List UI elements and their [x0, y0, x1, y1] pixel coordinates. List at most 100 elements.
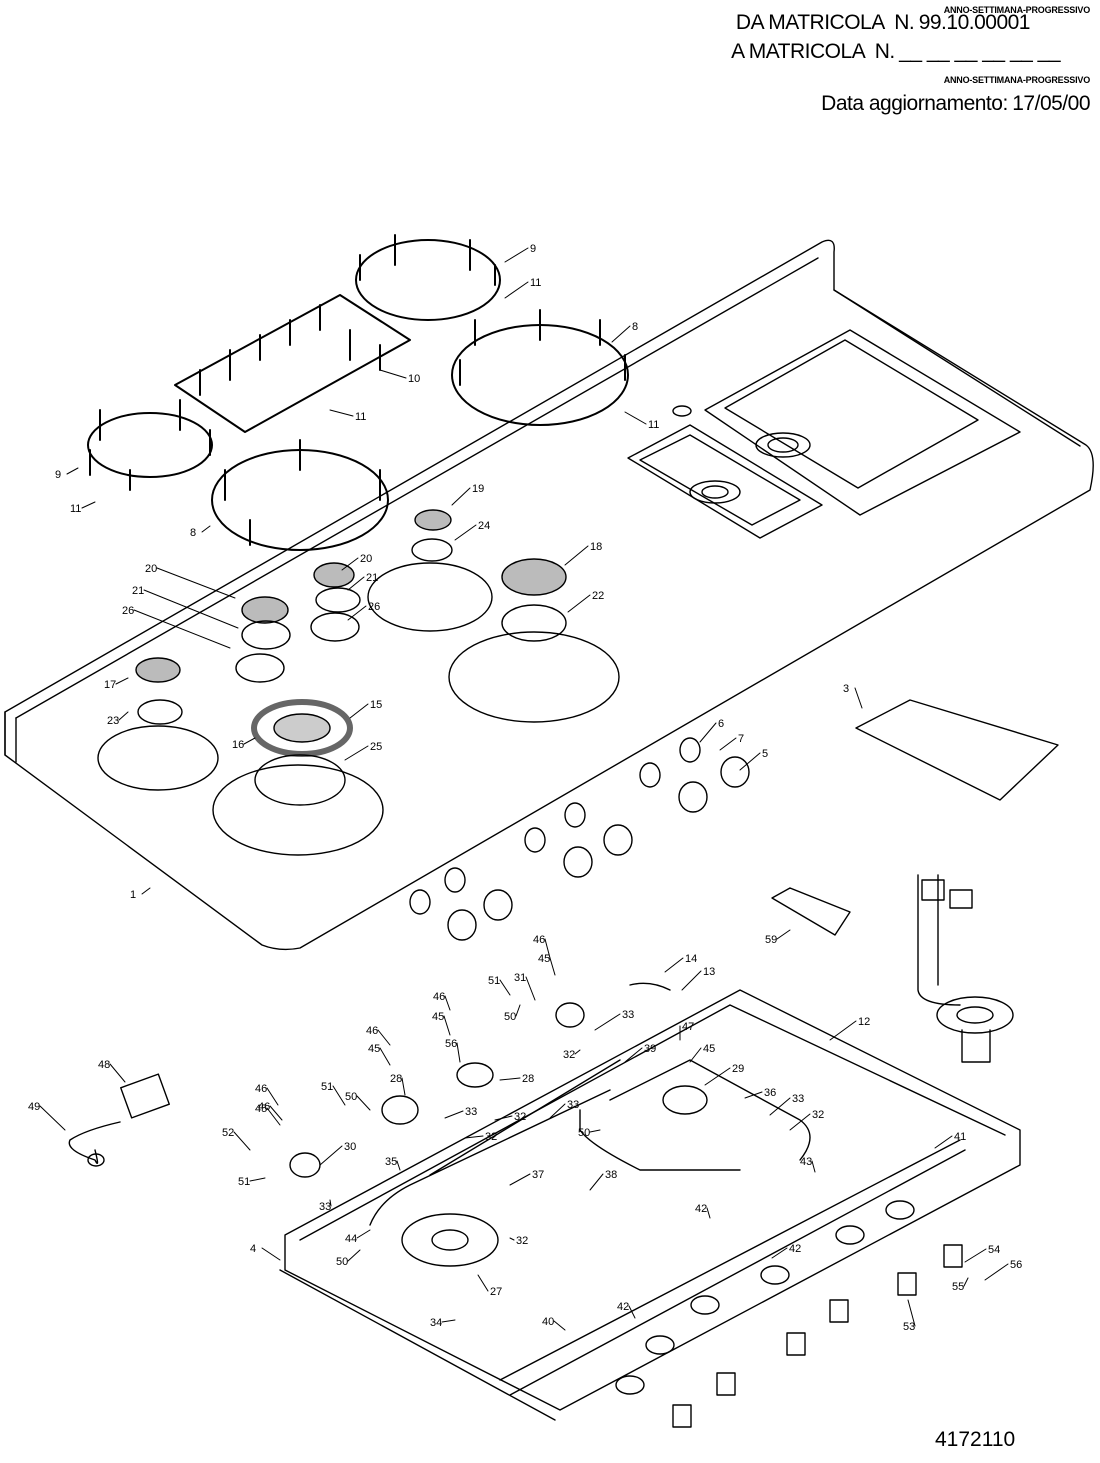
callout-20: 20 — [360, 553, 372, 565]
from-serial-value: 99.10.00001 — [918, 11, 1031, 34]
callout-45: 45 — [538, 953, 550, 965]
leader-line — [589, 1129, 601, 1133]
leader-line — [456, 1042, 461, 1063]
callout-47: 47 — [682, 1021, 694, 1033]
callout-26: 26 — [368, 601, 380, 613]
callout-39: 39 — [644, 1043, 656, 1055]
callout-15: 15 — [370, 699, 382, 711]
leader-line — [964, 1248, 987, 1263]
callout-16: 16 — [232, 739, 244, 751]
bracket — [771, 887, 851, 936]
callout-46: 46 — [366, 1025, 378, 1037]
callout-4: 4 — [250, 1243, 256, 1255]
callout-33: 33 — [622, 1009, 634, 1021]
callout-32: 32 — [514, 1111, 526, 1123]
callout-33: 33 — [792, 1093, 804, 1105]
leader-line — [544, 938, 551, 959]
leader-line — [611, 325, 631, 343]
callout-24: 24 — [478, 520, 490, 532]
leader-line — [356, 1229, 371, 1239]
leader-line — [319, 1145, 343, 1166]
leader-line — [261, 1247, 281, 1261]
valves — [615, 1200, 963, 1428]
sink-basins — [627, 329, 1021, 539]
callout-38: 38 — [605, 1169, 617, 1181]
serial-note-bottom: ANNO-SETTIMANA-PROGRESSIVO — [944, 70, 1091, 88]
leader-line — [379, 369, 407, 379]
to-serial-value: __ __ __ __ __ __ — [899, 40, 1060, 63]
callout-44: 44 — [345, 1233, 357, 1245]
callout-1: 1 — [130, 889, 136, 901]
callout-14: 14 — [685, 953, 697, 965]
lid-plate — [855, 699, 1059, 801]
leader-line — [341, 557, 359, 571]
leader-line — [564, 545, 589, 566]
callout-51: 51 — [488, 975, 500, 987]
leader-line — [444, 1110, 464, 1119]
callout-50: 50 — [345, 1091, 357, 1103]
callout-8: 8 — [190, 527, 196, 539]
leader-line — [401, 1077, 406, 1096]
callout-45: 45 — [255, 1103, 267, 1115]
callout-34: 34 — [430, 1317, 442, 1329]
leader-line — [443, 1015, 451, 1036]
leader-line — [681, 970, 702, 991]
drawing-code: 4172110 — [935, 1428, 1016, 1451]
leader-line — [504, 281, 529, 299]
drain-assembly — [917, 874, 1014, 1063]
callout-51: 51 — [321, 1081, 333, 1093]
callout-56: 56 — [1010, 1259, 1022, 1271]
leader-line — [515, 1004, 521, 1017]
leader-line — [332, 1085, 346, 1106]
gas-manifold-pipes — [68, 982, 966, 1396]
leader-line — [499, 979, 511, 996]
callout-59: 59 — [765, 934, 777, 946]
callout-50: 50 — [578, 1127, 590, 1139]
callout-17: 17 — [104, 679, 116, 691]
leader-line — [509, 1237, 515, 1241]
callout-33: 33 — [465, 1106, 477, 1118]
leader-line — [776, 929, 791, 940]
leader-line — [444, 995, 451, 1011]
callout-32: 32 — [563, 1049, 575, 1061]
leader-line — [744, 1091, 763, 1099]
callout-22: 22 — [592, 590, 604, 602]
callout-46: 46 — [433, 991, 445, 1003]
leader-line — [854, 687, 863, 709]
leader-line — [704, 1067, 731, 1086]
update-date-row: Data aggiornamento: 17/05/00 — [821, 92, 1090, 116]
leader-line — [771, 1247, 788, 1259]
leader-line — [81, 501, 96, 509]
leader-line — [233, 1131, 251, 1151]
leader-line — [567, 594, 591, 613]
callout-33: 33 — [567, 1099, 579, 1111]
callout-46: 46 — [533, 934, 545, 946]
leader-line — [553, 1320, 566, 1331]
leader-line — [269, 1105, 283, 1121]
leader-line — [156, 567, 236, 599]
callout-56: 56 — [445, 1038, 457, 1050]
callout-50: 50 — [336, 1256, 348, 1268]
callout-27: 27 — [490, 1286, 502, 1298]
callout-41: 41 — [954, 1131, 966, 1143]
callout-37: 37 — [532, 1169, 544, 1181]
callout-32: 32 — [812, 1109, 824, 1121]
leader-line — [344, 745, 369, 761]
leader-line — [349, 703, 369, 719]
bottom-frame — [279, 989, 1021, 1421]
update-date-value: 17/05/00 — [1012, 92, 1090, 115]
leader-line — [549, 1103, 566, 1119]
leader-line — [504, 247, 529, 263]
leader-line — [118, 711, 129, 721]
callout-9: 9 — [55, 469, 61, 481]
leader-line — [143, 589, 239, 629]
callout-49: 49 — [28, 1101, 40, 1113]
leader-line — [266, 1107, 281, 1126]
callout-30: 30 — [344, 1141, 356, 1153]
callout-8: 8 — [632, 321, 638, 333]
leader-line — [379, 1047, 391, 1066]
leader-line — [907, 1299, 916, 1327]
callout-26: 26 — [122, 605, 134, 617]
leader-line — [739, 752, 761, 771]
